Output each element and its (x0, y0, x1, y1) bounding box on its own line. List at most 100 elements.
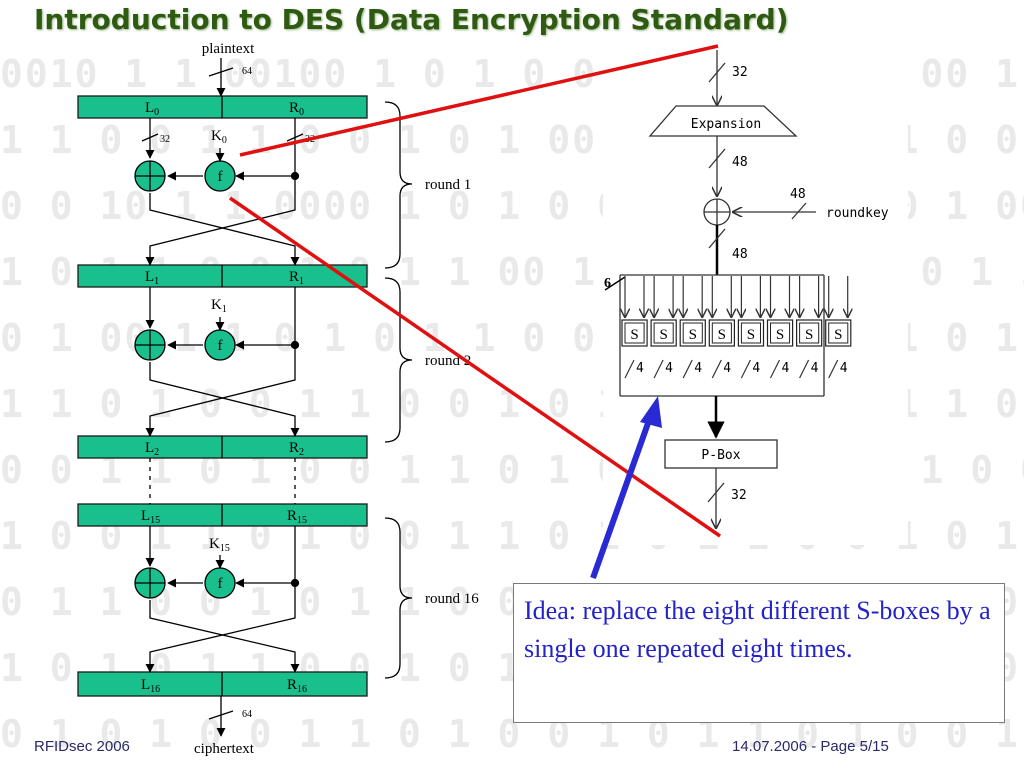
sbox-output-bits: 4 (636, 361, 644, 376)
sbox-output-bits: 4 (665, 361, 673, 376)
block-row-0 (77, 95, 368, 119)
sbox (795, 319, 823, 347)
sbox (679, 319, 706, 347)
blue-arrow (590, 410, 655, 580)
sbox-inner (770, 322, 791, 344)
round-key-label: K1 (211, 297, 227, 315)
sbox-output-bits: 4 (723, 361, 731, 376)
bus-tick (208, 67, 234, 77)
bus-width-label: 32 (160, 134, 170, 145)
block-row-2 (77, 435, 368, 459)
block-label-r: R15 (287, 508, 307, 526)
block-label-r: R0 (289, 100, 304, 118)
f-label: f (218, 169, 223, 185)
red-callout-line (229, 196, 721, 538)
expansion-label: Expansion (691, 117, 761, 132)
expansion-box (648, 105, 798, 137)
block-label-l: L0 (145, 100, 159, 118)
bit-width-label: 48 (732, 247, 748, 262)
bus-tick (740, 359, 751, 379)
bit-width-label: 32 (731, 488, 747, 503)
round-c-wiring (145, 526, 300, 673)
sbox-output-bits: 4 (782, 361, 790, 376)
sbox (621, 319, 648, 347)
sbox-label: S (747, 327, 755, 343)
block-label-r: R2 (289, 440, 304, 458)
round-brace (384, 101, 413, 269)
block-label-r: R1 (289, 269, 304, 287)
roundkey-label: roundkey (826, 206, 889, 221)
block-label-r: R16 (287, 677, 307, 695)
bit-width-label: 48 (790, 187, 806, 202)
bus-tick (799, 359, 810, 379)
f-node (204, 567, 236, 599)
bus-tick (624, 359, 635, 379)
footer-date-page: 14.07.2006 - Page 5/15 (732, 738, 889, 755)
ciphertext-label: ciphertext (194, 741, 255, 757)
sbox-output-bits: 4 (840, 361, 848, 376)
sbox-inner (624, 322, 645, 344)
sbox-label: S (659, 327, 667, 343)
bus-width-label: 64 (242, 66, 252, 77)
block-label-l: L15 (141, 508, 160, 526)
round-a-wiring (141, 118, 304, 266)
bit-width-label: 32 (732, 65, 748, 80)
bus-tick (769, 359, 781, 379)
sbox (650, 319, 677, 347)
sbox (825, 319, 852, 347)
sbox-label: S (630, 327, 638, 343)
sbox-label: S (805, 327, 813, 343)
f-node (204, 160, 236, 192)
bus-tick (828, 359, 839, 379)
round-b-wiring (145, 287, 300, 437)
block-label-l: L1 (145, 269, 159, 287)
bus-tick (682, 359, 693, 379)
plaintext-label: plaintext (202, 41, 255, 57)
blue-arrow-head (640, 396, 662, 428)
slide-title: Introduction to DES (Data Encryption Sta… (34, 3, 789, 36)
sbox (708, 319, 735, 347)
sbox-inner (682, 322, 703, 344)
round-brace (384, 517, 413, 679)
sbox-label: S (834, 327, 842, 343)
sbox (737, 319, 765, 347)
pbox-label: P-Box (701, 448, 740, 463)
block-row-15 (77, 503, 368, 527)
idea-note: Idea: replace the eight different S-boxe… (513, 583, 1005, 723)
sbox-input-bits: 6 (604, 276, 611, 291)
round-label: round 1 (425, 177, 471, 193)
feistel-network (77, 58, 413, 737)
f-label: f (218, 338, 223, 354)
round-brace (384, 277, 413, 443)
sbox-output-bits: 4 (694, 361, 702, 376)
f-node (204, 329, 236, 361)
round-key-label: K0 (211, 128, 227, 146)
f-label: f (218, 576, 223, 592)
sbox-label: S (689, 327, 697, 343)
block-label-l: L2 (145, 440, 159, 458)
bus-tick (208, 710, 234, 720)
sbox-output-bits: 4 (811, 361, 819, 376)
bus-tick (711, 359, 722, 379)
block-row-16 (77, 671, 368, 697)
sbox-inner (740, 322, 762, 344)
bit-width-label: 48 (732, 155, 748, 170)
round-key-label: K15 (209, 536, 230, 554)
bus-width-label: 64 (242, 709, 252, 720)
footer-conference: RFIDsec 2006 (34, 738, 130, 755)
bus-tick (653, 359, 664, 379)
sbox (766, 319, 794, 347)
pbox (664, 439, 778, 469)
sbox-label: S (776, 327, 784, 343)
sbox-inner (828, 322, 849, 344)
f-function-diagram (604, 50, 825, 528)
block-row-1 (77, 264, 368, 288)
block-label-l: L16 (141, 677, 160, 695)
sbox-inner (711, 322, 732, 344)
sbox-inner (799, 322, 820, 344)
sbox-output-bits: 4 (752, 361, 760, 376)
round-label: round 16 (425, 591, 479, 607)
red-callout-line (239, 44, 719, 157)
